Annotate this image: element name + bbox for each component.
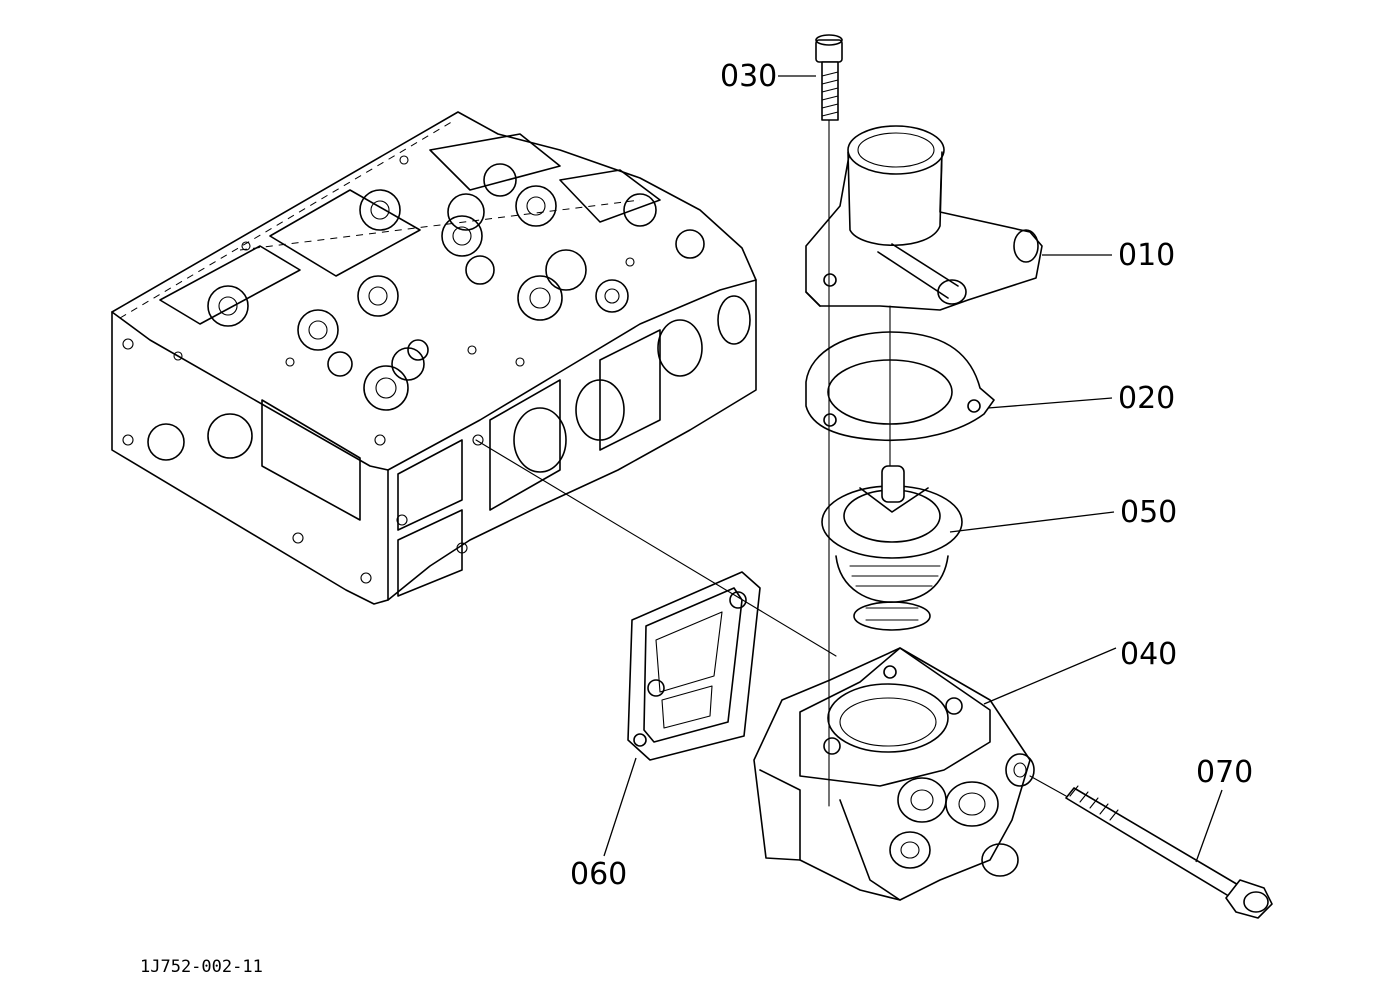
callout-label-070: 070 bbox=[1196, 755, 1253, 790]
callout-label-010: 010 bbox=[1118, 238, 1175, 273]
callout-label-040: 040 bbox=[1120, 637, 1177, 672]
callout-label-030: 030 bbox=[720, 59, 777, 94]
callout-label-060: 060 bbox=[570, 857, 627, 892]
figure-code: 1J752-002-11 bbox=[140, 957, 263, 977]
bolt-070-drawing bbox=[1065, 785, 1273, 919]
callout-label-050: 050 bbox=[1120, 495, 1177, 530]
gasket-020-drawing bbox=[805, 331, 995, 442]
bolt-030-drawing bbox=[815, 34, 843, 121]
gasket-060-drawing bbox=[627, 571, 761, 761]
thermostat-housing-040-drawing bbox=[753, 647, 1035, 901]
alignment-lines bbox=[475, 119, 1067, 807]
callout-label-020: 020 bbox=[1118, 381, 1175, 416]
cylinder-head-drawing bbox=[111, 111, 757, 605]
water-flange-010-drawing bbox=[805, 125, 1043, 311]
thermostat-050-drawing bbox=[821, 465, 963, 631]
callout-leaders bbox=[603, 75, 1223, 863]
